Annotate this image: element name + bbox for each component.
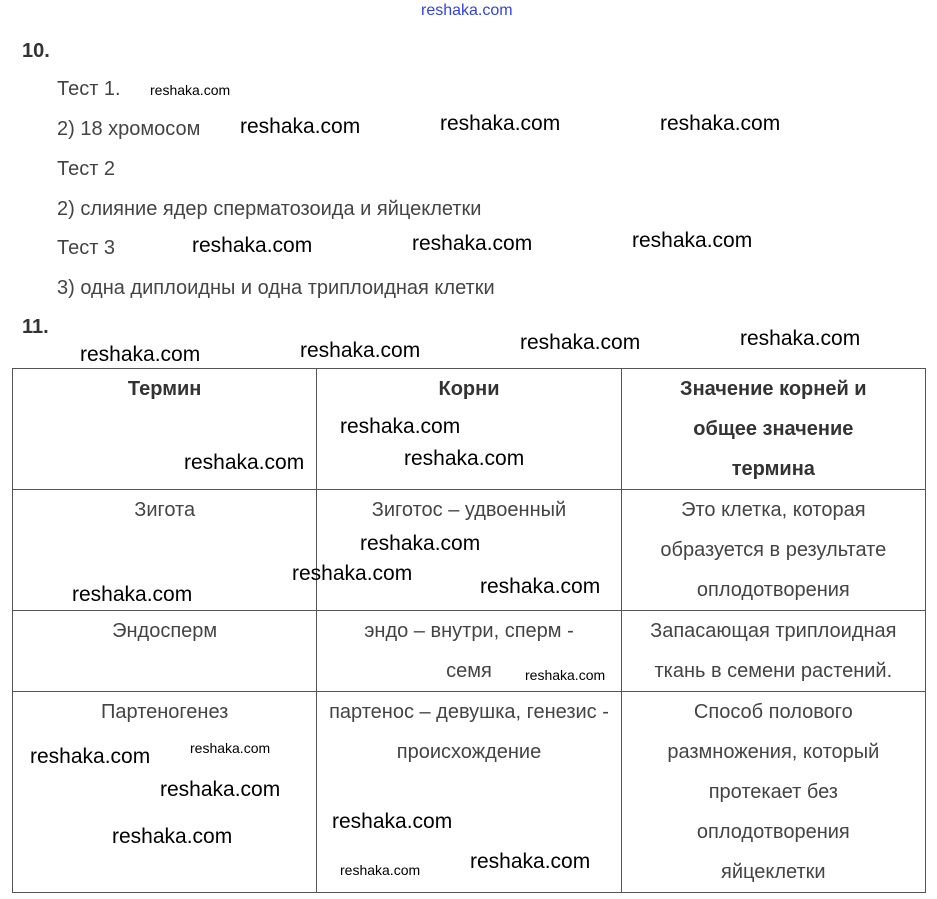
watermark: reshaka.com: [660, 112, 781, 135]
watermark: reshaka.com: [150, 82, 231, 98]
watermark: reshaka.com: [292, 562, 413, 585]
watermark: reshaka.com: [520, 331, 641, 354]
header-term: Термин: [11, 368, 318, 490]
watermark: reshaka.com: [184, 451, 305, 474]
watermark: reshaka.com: [740, 327, 861, 350]
watermark: reshaka.com: [440, 112, 561, 135]
test-1-label: Тест 1.: [57, 78, 121, 100]
watermark: reshaka.com: [404, 447, 525, 470]
header-watermark: reshaka.com: [421, 2, 513, 19]
watermark: reshaka.com: [340, 862, 421, 878]
watermark: reshaka.com: [360, 532, 481, 555]
header-roots: Корни: [316, 368, 622, 490]
table-row: Зигота Зиготос – удвоенный Это клетка, к…: [11, 489, 927, 611]
watermark: reshaka.com: [80, 343, 201, 366]
cell-term: Партеногенез: [11, 691, 318, 893]
task-number-10: 10.: [22, 40, 50, 62]
cell-meaning: Запасающая триплоидная ткань в семени ра…: [620, 610, 927, 692]
cell-term: Эндосперм: [11, 610, 318, 692]
table-header-row: Термин Корни Значение корней и общее зна…: [11, 368, 927, 490]
watermark: reshaka.com: [190, 740, 271, 756]
watermark: reshaka.com: [192, 234, 313, 257]
test-2-label: Тест 2: [57, 158, 116, 180]
test-1-answer: 2) 18 хромосом: [57, 118, 201, 140]
cell-roots: Зиготос – удвоенный: [316, 489, 622, 611]
table-row: Эндосперм эндо – внутри, сперм - семя За…: [11, 610, 927, 692]
watermark: reshaka.com: [632, 229, 753, 252]
watermark: reshaka.com: [72, 583, 193, 606]
terms-table: Термин Корни Значение корней и общее зна…: [11, 368, 927, 893]
cell-term: Зигота: [11, 489, 318, 611]
watermark: reshaka.com: [412, 232, 533, 255]
watermark: reshaka.com: [340, 415, 461, 438]
watermark: reshaka.com: [240, 115, 361, 138]
watermark: reshaka.com: [525, 667, 606, 683]
watermark: reshaka.com: [332, 810, 453, 833]
test-3-answer: 3) одна диплоидны и одна триплоидная кле…: [57, 277, 495, 299]
cell-roots: эндо – внутри, сперм - семя: [316, 610, 622, 692]
watermark: reshaka.com: [470, 850, 591, 873]
cell-roots: партенос – девушка, генезис - происхожде…: [316, 691, 622, 893]
cell-meaning: Это клетка, которая образуется в результ…: [620, 489, 927, 611]
watermark: reshaka.com: [300, 339, 421, 362]
test-2-answer: 2) слияние ядер сперматозоида и яйцеклет…: [57, 198, 482, 220]
cell-meaning: Способ полового размножения, который про…: [620, 691, 927, 893]
task-number-11: 11.: [22, 316, 49, 338]
watermark: reshaka.com: [112, 825, 233, 848]
test-3-label: Тест 3: [57, 237, 116, 259]
watermark: reshaka.com: [30, 745, 151, 768]
table-row: Партеногенез партенос – девушка, генезис…: [11, 691, 927, 893]
header-meaning: Значение корней и общее значение термина: [620, 368, 927, 490]
watermark: reshaka.com: [480, 575, 601, 598]
watermark: reshaka.com: [160, 778, 281, 801]
